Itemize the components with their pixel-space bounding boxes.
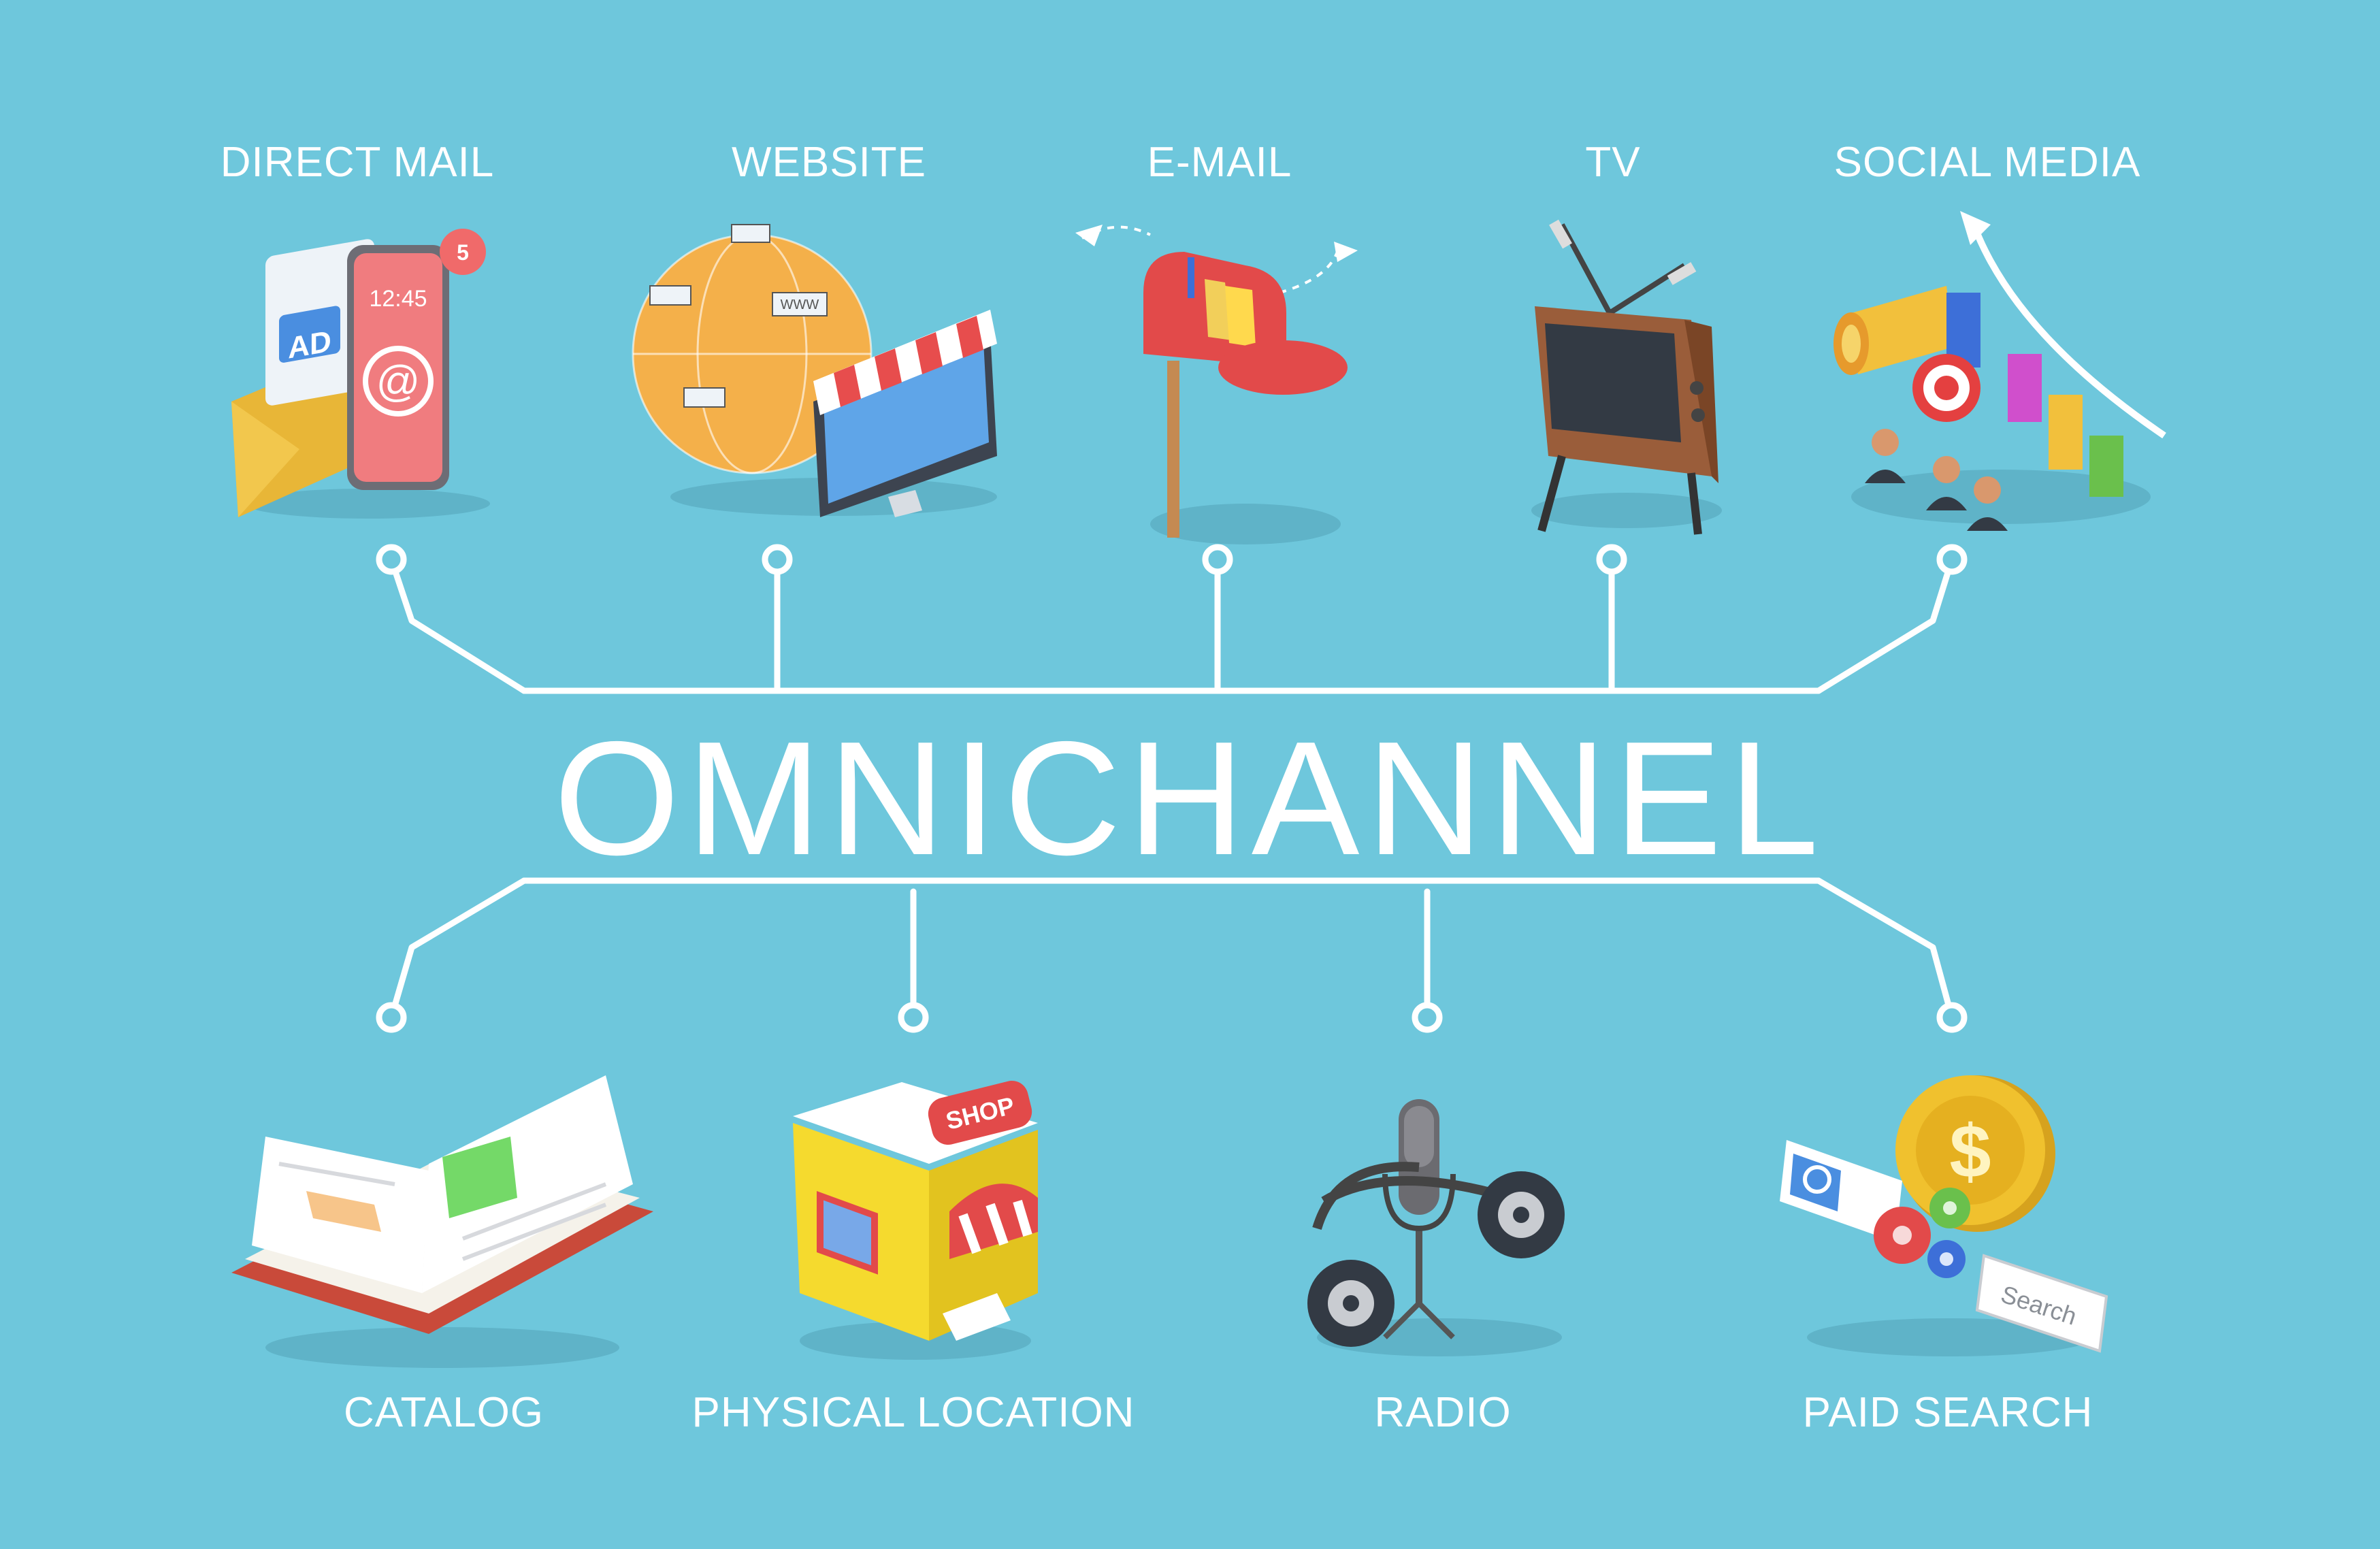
node-direct-mail <box>376 544 407 575</box>
connector-catalog <box>388 877 527 1021</box>
connector-direct-mail <box>388 556 527 694</box>
page-title: OMNICHANNEL <box>553 708 1826 889</box>
label-email: E-MAIL <box>1147 139 1292 186</box>
website-icon: WWW <box>632 224 997 517</box>
label-social-media: SOCIAL MEDIA <box>1833 139 2141 186</box>
node-paid-search <box>1936 1002 1968 1033</box>
label-radio: RADIO <box>1374 1389 1512 1436</box>
connector-social-media <box>1815 556 1955 694</box>
node-social-media <box>1936 544 1968 575</box>
node-website <box>762 544 793 575</box>
label-physical-location: PHYSICAL LOCATION <box>691 1389 1135 1436</box>
node-catalog <box>376 1002 407 1033</box>
direct-mail-icon: AD 12:45 @ 5 <box>231 229 490 519</box>
node-email <box>1202 544 1233 575</box>
at-sign-text: @ <box>376 357 421 406</box>
email-icon <box>1075 225 1358 544</box>
radio-icon <box>1307 1099 1565 1356</box>
label-paid-search: PAID SEARCH <box>1802 1389 2093 1436</box>
dollar-text: $ <box>1949 1110 1991 1194</box>
label-catalog: CATALOG <box>343 1389 544 1436</box>
ad-text: AD <box>288 325 331 365</box>
phone-time-text: 12:45 <box>369 286 427 312</box>
social-media-icon <box>1833 211 2166 531</box>
paid-search-icon: $ Search <box>1780 1075 2108 1356</box>
node-radio <box>1412 1002 1443 1033</box>
www-label-text: WWW <box>781 297 819 312</box>
node-tv <box>1596 544 1627 575</box>
notification-badge-text: 5 <box>457 240 469 265</box>
shop-icon: SHOP <box>793 1080 1038 1360</box>
catalog-icon <box>231 1075 653 1368</box>
label-website: WEBSITE <box>731 139 927 186</box>
node-physical-location <box>898 1002 929 1033</box>
label-tv: TV <box>1585 139 1641 186</box>
label-direct-mail: DIRECT MAIL <box>220 139 495 186</box>
connector-paid-search <box>1815 877 1955 1021</box>
tv-icon <box>1531 219 1722 535</box>
